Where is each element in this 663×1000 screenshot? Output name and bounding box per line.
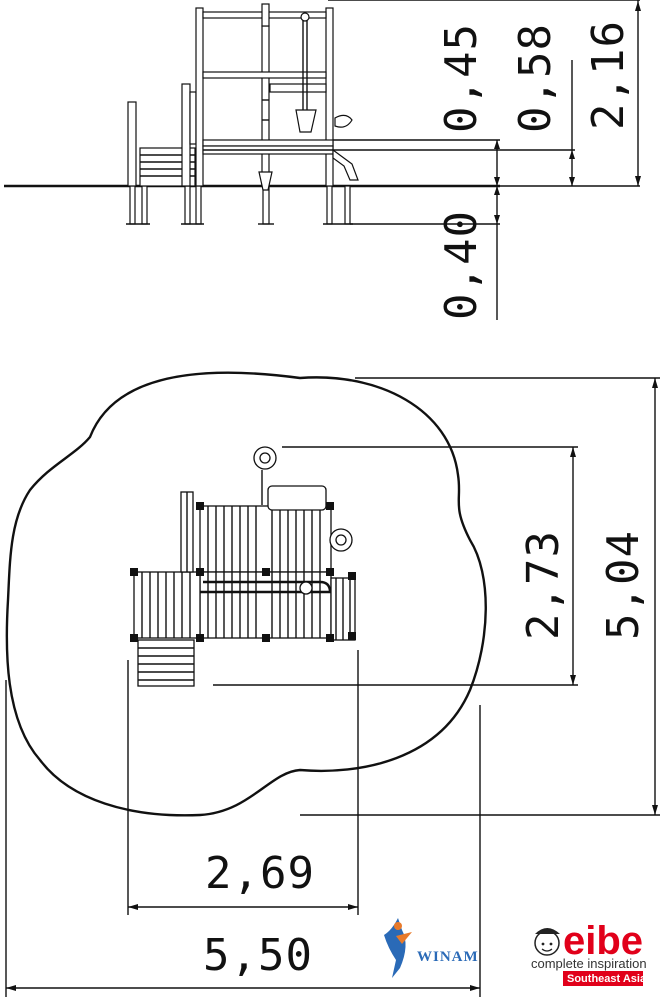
plan-view: 2,73 5,04 2,69 5,50 xyxy=(5,371,660,997)
main-tower xyxy=(195,3,359,191)
winam-wordmark: WINAM xyxy=(417,949,479,965)
eibe-wordmark: eibe xyxy=(563,919,643,963)
dim-safety-zone-depth: 5,04 xyxy=(598,530,649,640)
winam-figure-icon xyxy=(384,918,406,978)
plan-dimension-lines xyxy=(6,378,658,991)
side-view: 0,45 0,58 2,16 0,40 xyxy=(4,0,641,320)
equipment-plan xyxy=(130,446,356,687)
stair-platform xyxy=(127,83,197,187)
dim-platform-height-2: 0,58 xyxy=(510,23,561,133)
dim-platform-height-1: 0,45 xyxy=(436,23,487,133)
dim-equipment-width: 2,69 xyxy=(205,848,315,899)
eibe-logo: eibe complete inspiration Southeast Asia xyxy=(531,919,647,986)
foundation-posts xyxy=(126,185,353,225)
dim-safety-zone-width: 5,50 xyxy=(203,930,313,981)
safety-zone-outline xyxy=(5,371,487,817)
side-dimension-lines xyxy=(328,0,641,320)
plan-extension-lines xyxy=(5,377,660,997)
eibe-tagline: complete inspiration xyxy=(531,956,647,971)
eibe-region-badge xyxy=(563,971,643,986)
winam-logo: WINAM xyxy=(384,918,479,978)
eibe-region-text: Southeast Asia xyxy=(567,973,647,985)
dim-foundation-depth: 0,40 xyxy=(436,210,487,320)
dim-total-height: 2,16 xyxy=(583,20,634,130)
eibe-child-face-icon xyxy=(534,928,560,956)
dim-equipment-depth: 2,73 xyxy=(518,530,569,640)
